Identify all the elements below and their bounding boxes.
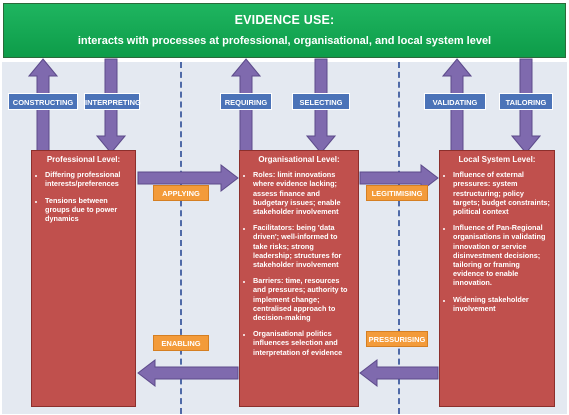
- label-tailoring: TAILORING: [499, 93, 553, 110]
- box-bullet: Widening stakeholder involvement: [453, 295, 550, 313]
- label-requiring: REQUIRING: [220, 93, 272, 110]
- label-applying: APPLYING: [153, 185, 209, 201]
- label-legitimising: LEGITIMISING: [366, 185, 428, 201]
- box-bullet: Influence of external pressures: system …: [453, 170, 550, 216]
- left-arrow-enabling: [137, 359, 239, 387]
- header-title: EVIDENCE USE:: [234, 13, 335, 27]
- box-bullet: Organisational politics influences selec…: [253, 329, 354, 357]
- label-interpreting: INTERPRETING: [84, 93, 141, 110]
- box-title: Professional Level:: [46, 155, 121, 164]
- right-arrow-applying: [137, 164, 239, 192]
- label-validating: VALIDATING: [424, 93, 486, 110]
- box-bullet: Barriers: time, resources and pressures;…: [253, 276, 354, 322]
- column-separator: [180, 62, 182, 414]
- label-pressurising: PRESSURISING: [366, 331, 428, 347]
- box-bullet: Tensions between groups due to power dyn…: [45, 196, 131, 224]
- box-title: Local System Level:: [458, 155, 536, 164]
- box-bullet: Facilitators: being 'data driven'; well-…: [253, 223, 354, 269]
- box-bullet: Differing professional interests/prefere…: [45, 170, 131, 188]
- label-constructing: CONSTRUCTING: [8, 93, 78, 110]
- local-system-level-box: Local System Level: Influence of externa…: [439, 150, 555, 407]
- box-bullet: Influence of Pan-Regional organisations …: [453, 223, 550, 287]
- evidence-use-header: EVIDENCE USE: interacts with processes a…: [3, 3, 566, 58]
- box-bullet: Roles: limit innovations where evidence …: [253, 170, 354, 216]
- box-title: Organisational Level:: [258, 155, 340, 164]
- professional-level-box: Professional Level: Differing profession…: [31, 150, 136, 407]
- organisational-level-box: Organisational Level: Roles: limit innov…: [239, 150, 359, 407]
- header-subtitle: interacts with processes at professional…: [77, 35, 492, 47]
- left-arrow-pressurising: [359, 359, 439, 387]
- right-arrow-legitimising: [359, 164, 439, 192]
- label-selecting: SELECTING: [292, 93, 350, 110]
- label-enabling: ENABLING: [153, 335, 209, 351]
- column-separator: [398, 62, 400, 414]
